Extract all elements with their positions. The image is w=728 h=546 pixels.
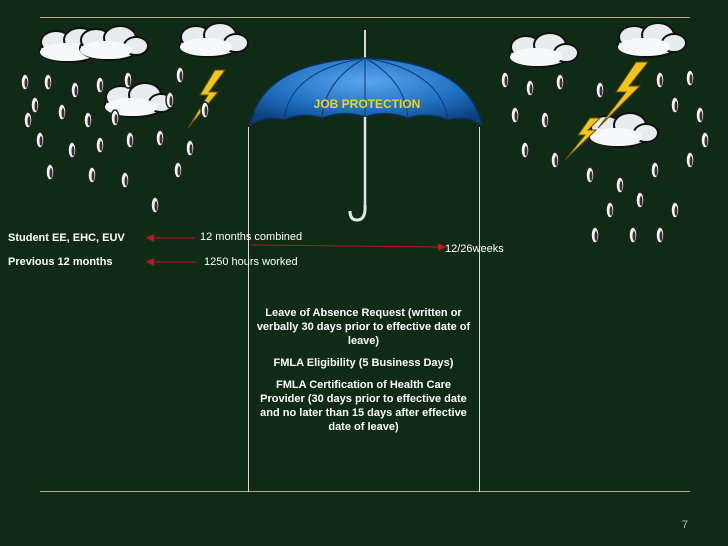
- umbrella-icon: [248, 30, 484, 222]
- weeks-label: 12/26weeks: [445, 243, 504, 255]
- rain-drops-right: [500, 69, 710, 244]
- left-label-previous: Previous 12 months: [8, 256, 113, 268]
- bottom-border-line: [40, 491, 690, 492]
- arrows: [146, 234, 446, 266]
- requirement-certification: FMLA Certification of Health Care Provid…: [260, 379, 467, 433]
- requirement-leave-request: Leave of Absence Request (written or ver…: [256, 307, 471, 347]
- value-12-months-combined: 12 months combined: [200, 231, 303, 243]
- value-1250-hours: 1250 hours worked: [204, 256, 298, 268]
- requirement-eligibility: FMLA Eligibility (5 Business Days): [273, 357, 454, 369]
- left-label-student: Student EE, EHC, EUV: [8, 232, 125, 244]
- umbrella-title: JOB PROTECTION: [313, 97, 421, 111]
- right-vertical-line: [479, 127, 480, 492]
- page-number: 7: [681, 519, 688, 531]
- top-border-line: [40, 17, 690, 18]
- left-vertical-line: [248, 127, 249, 492]
